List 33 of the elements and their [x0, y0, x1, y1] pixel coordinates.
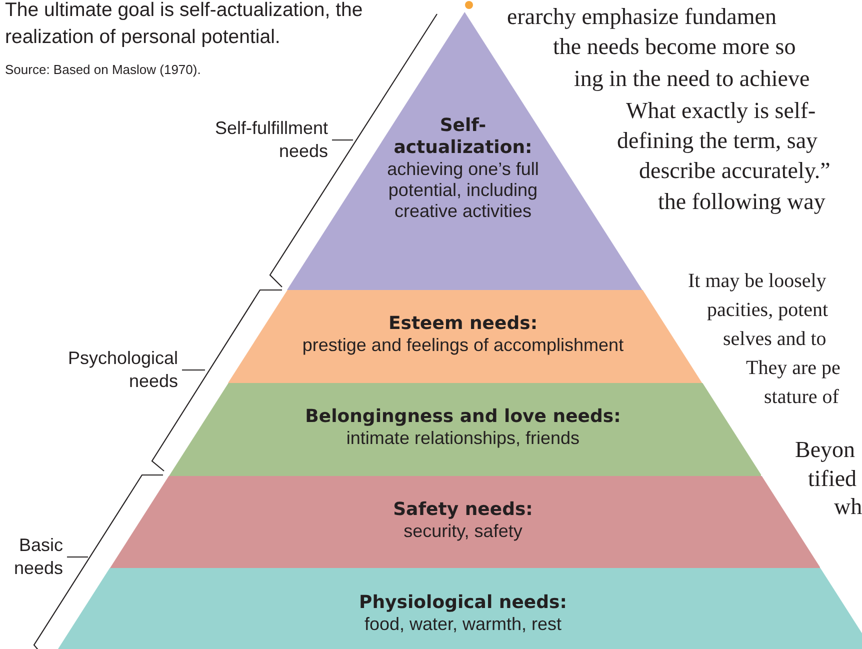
- body-text-line: tified: [808, 466, 857, 492]
- body-text-line: It may be loosely: [688, 270, 826, 293]
- body-text-line: What exactly is self-: [626, 98, 816, 124]
- level-description: achieving one’s full potential, including creative activities: [386, 159, 540, 222]
- body-text-line: stature of: [764, 386, 839, 409]
- body-text-line: the needs become more so: [553, 34, 796, 60]
- group-label: Psychological needs: [66, 347, 178, 393]
- body-text-line: ing in the need to achieve: [574, 66, 810, 92]
- figure-caption: The ultimate goal is self-actualization, the realization of personal potential.: [5, 0, 364, 50]
- source-note: Source: Based on Maslow (1970).: [5, 62, 201, 77]
- body-text-line: the following way: [658, 189, 826, 215]
- body-text-line: pacities, potent: [707, 299, 828, 322]
- level-description: intimate relationships, friends: [345, 428, 581, 449]
- body-text-line: selves and to: [723, 328, 826, 351]
- group-label: Basic needs: [12, 534, 63, 580]
- group-label: Self-fulfillment needs: [214, 117, 328, 163]
- leader-line: [182, 369, 205, 371]
- level-description: prestige and feelings of accomplishment: [301, 335, 625, 356]
- body-text-line: They are pe: [746, 357, 840, 380]
- body-text-line: describe accurately.”: [639, 158, 830, 184]
- level-description: security, safety: [402, 521, 524, 542]
- body-text-line: wh: [834, 494, 862, 520]
- leader-line: [332, 139, 353, 141]
- level-heading: Self-actualization:: [392, 115, 534, 159]
- body-text-line: defining the term, say: [617, 128, 818, 154]
- level-heading: Belongingness and love needs:: [304, 406, 622, 428]
- level-heading: Esteem needs:: [387, 313, 539, 335]
- body-text-line: Beyon: [795, 437, 856, 463]
- level-heading: Safety needs:: [392, 499, 534, 521]
- level-description: food, water, warmth, rest: [363, 614, 563, 635]
- level-heading: Physiological needs:: [358, 592, 568, 614]
- leader-line: [67, 556, 88, 558]
- body-text-line: erarchy emphasize fundamen: [507, 4, 776, 30]
